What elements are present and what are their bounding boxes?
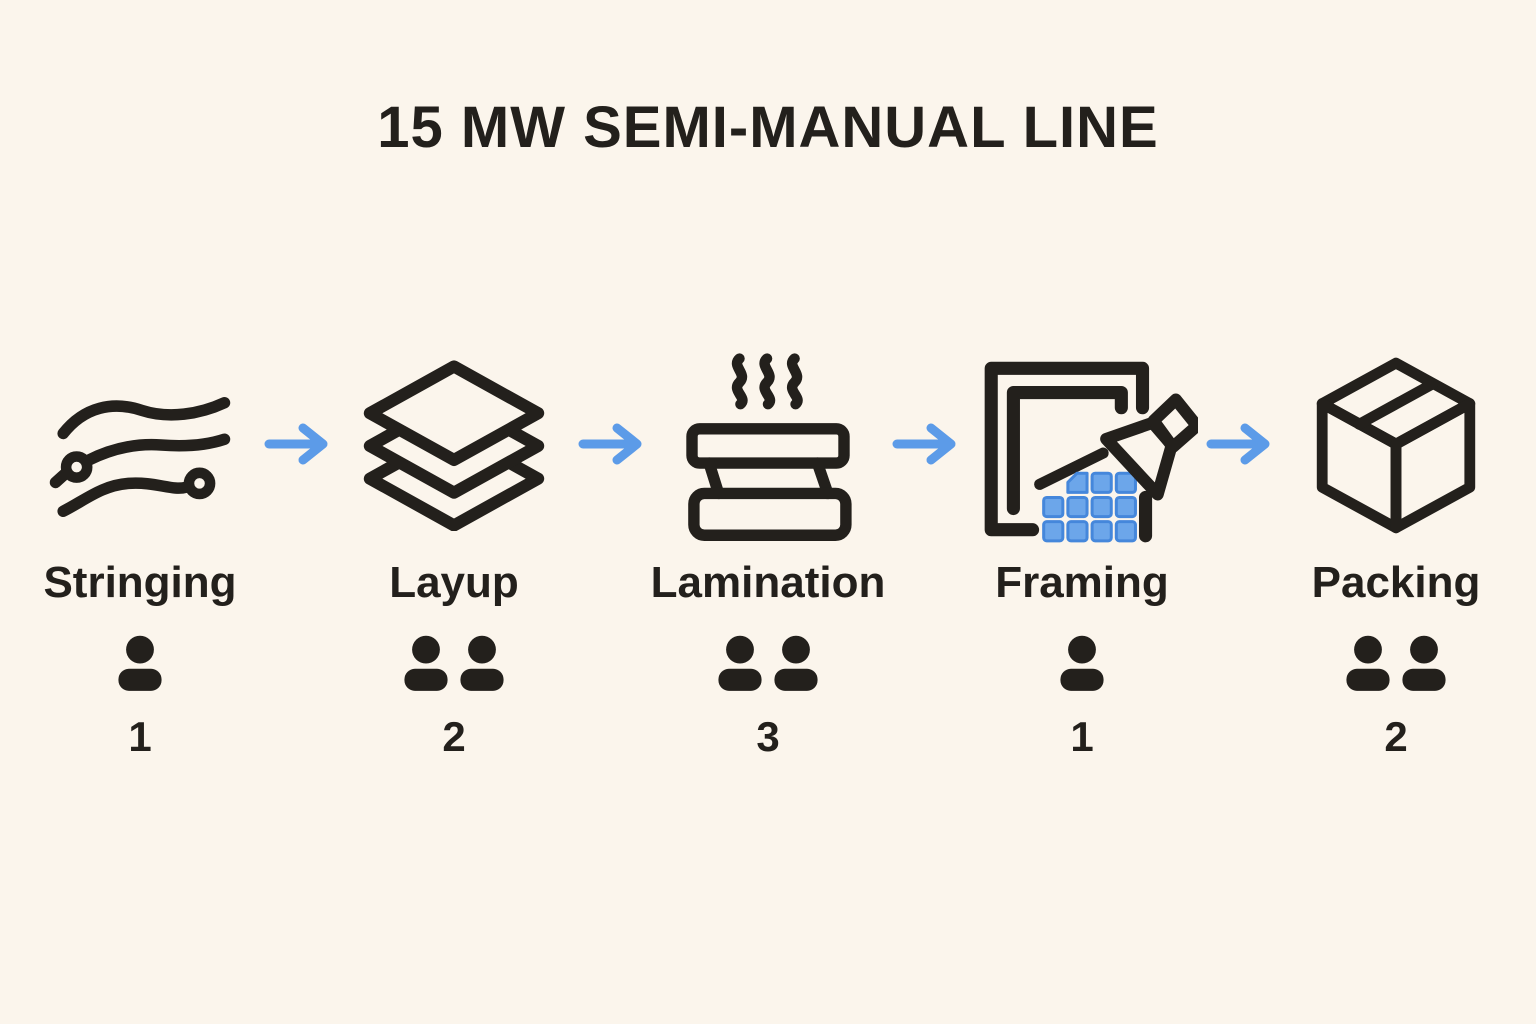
page-title: 15 MW SEMI-MANUAL LINE xyxy=(377,95,1159,160)
station-stringing: Stringing 1 xyxy=(23,339,257,761)
person-icon xyxy=(718,636,762,692)
packing-box-icon xyxy=(1279,339,1513,551)
worker-icons-group xyxy=(1059,633,1105,693)
station-framing: Framing 1 xyxy=(965,339,1199,761)
process-flow: Stringing 1 Layup 2 xyxy=(0,339,1536,761)
person-icon xyxy=(460,636,504,692)
person-icon xyxy=(1060,636,1104,692)
person-icon xyxy=(1402,636,1446,692)
station-label: Lamination xyxy=(650,558,886,607)
worker-count: 1 xyxy=(1070,713,1094,761)
station-label: Stringing xyxy=(43,558,237,607)
person-icon xyxy=(118,636,162,692)
framing-icon xyxy=(965,339,1199,551)
worker-icons-group xyxy=(1345,633,1447,693)
station-label: Layup xyxy=(389,558,519,607)
station-label: Packing xyxy=(1311,558,1481,607)
right-arrow-icon xyxy=(261,416,333,472)
worker-count: 1 xyxy=(128,713,152,761)
worker-count: 2 xyxy=(1384,713,1408,761)
right-arrow-icon xyxy=(1203,416,1275,472)
worker-count: 2 xyxy=(442,713,466,761)
layup-layers-icon xyxy=(337,339,571,551)
stringing-wires-icon xyxy=(23,339,257,551)
right-arrow-icon xyxy=(889,416,961,472)
station-layup: Layup 2 xyxy=(337,339,571,761)
station-label: Framing xyxy=(995,558,1169,607)
worker-icons-group xyxy=(117,633,163,693)
station-packing: Packing 2 xyxy=(1279,339,1513,761)
worker-icons-group xyxy=(403,633,505,693)
right-arrow-icon xyxy=(575,416,647,472)
person-icon xyxy=(774,636,818,692)
worker-count: 3 xyxy=(756,713,780,761)
person-icon xyxy=(1346,636,1390,692)
lamination-press-icon xyxy=(651,339,885,551)
person-icon xyxy=(404,636,448,692)
station-lamination: Lamination 3 xyxy=(651,339,885,761)
worker-icons-group xyxy=(717,633,819,693)
